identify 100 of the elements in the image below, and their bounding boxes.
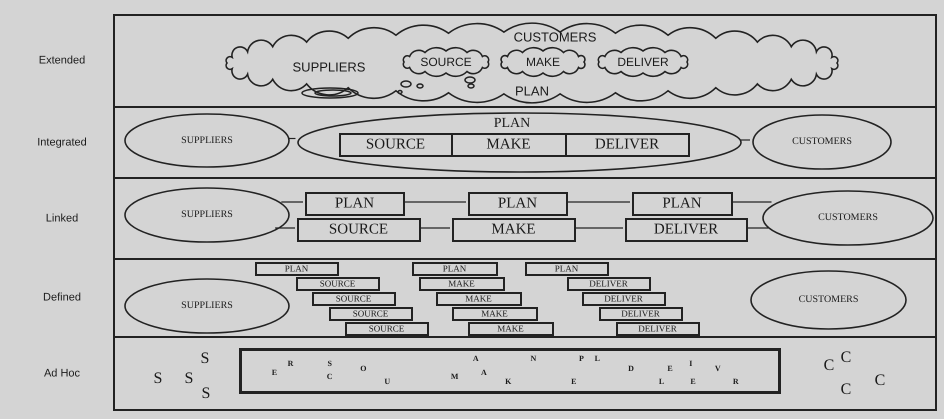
node-label: PLAN <box>515 84 549 98</box>
scattered-letter: S <box>154 371 162 387</box>
scattered-letter: C <box>840 350 852 366</box>
node-label: PLAN <box>498 196 538 211</box>
scattered-letter: A <box>472 355 479 363</box>
process-box <box>616 322 700 336</box>
node-label: MAKE <box>486 137 531 152</box>
scattered-letter: E <box>667 365 673 373</box>
scattered-letters-box <box>239 348 781 394</box>
process-box <box>525 262 609 276</box>
process-box <box>565 133 690 157</box>
process-box <box>452 307 538 321</box>
scattered-letter: S <box>327 360 332 368</box>
process-box <box>296 277 380 291</box>
scattered-letter: E <box>571 378 577 386</box>
process-box <box>412 262 498 276</box>
scattered-letter: N <box>530 355 536 363</box>
scattered-letter: S <box>184 371 194 387</box>
scattered-letter: K <box>505 378 512 386</box>
scattered-letter: C <box>874 373 886 389</box>
scattered-letter: S <box>202 386 210 402</box>
scattered-letter: C <box>840 382 852 398</box>
customer-ellipse <box>750 270 907 330</box>
scattered-letter: E <box>690 378 696 386</box>
node-label: PLAN <box>442 264 466 273</box>
process-box <box>452 218 576 242</box>
process-box <box>599 307 683 321</box>
process-box <box>255 262 339 276</box>
scattered-letter: R <box>288 360 294 368</box>
connector-line <box>574 227 623 229</box>
connector-line <box>288 138 296 140</box>
node-label: SOURCE <box>368 324 404 333</box>
node-label: SOURCE <box>320 279 356 288</box>
node-label: SOURCE <box>336 294 372 303</box>
node-label: DELIVER <box>589 279 628 288</box>
node-label: PLAN <box>494 117 530 131</box>
supplier-ellipse <box>124 113 290 168</box>
process-box <box>297 218 421 242</box>
scattered-letter: R <box>732 378 739 386</box>
process-box <box>567 277 651 291</box>
supplier-ellipse <box>124 278 290 334</box>
process-box <box>339 133 453 157</box>
scattered-letter: A <box>481 369 487 377</box>
level-label: Integrated <box>36 137 88 148</box>
connector-line <box>281 201 303 203</box>
node-label: SOURCE <box>352 309 388 318</box>
node-label: SOURCE <box>420 56 472 68</box>
node-label: SUPPLIERS <box>292 60 366 74</box>
connector-line <box>740 139 750 141</box>
node-label: DELIVER <box>604 294 643 303</box>
process-box <box>305 192 405 216</box>
scattered-letter: I <box>689 360 692 368</box>
connector-line <box>731 201 772 203</box>
scattered-letter: U <box>384 378 390 386</box>
scattered-letter: D <box>628 365 634 373</box>
connector-line <box>275 227 295 229</box>
node-label: SUPPLIERS <box>181 210 233 220</box>
process-box <box>329 307 413 321</box>
node-label: SUPPLIERS <box>181 301 233 311</box>
process-ellipse <box>297 112 742 173</box>
node-label: PLAN <box>662 196 702 211</box>
scattered-letter: C <box>824 358 834 374</box>
connector-line <box>419 227 450 229</box>
node-label: PLAN <box>554 264 578 273</box>
node-label: MAKE <box>491 222 536 237</box>
process-box <box>419 277 505 291</box>
scattered-letter: C <box>326 373 333 381</box>
process-box <box>625 218 748 242</box>
scattered-letter: L <box>658 378 664 386</box>
node-label: CUSTOMERS <box>514 30 596 44</box>
node-label: DELIVER <box>654 222 718 237</box>
node-label: SOURCE <box>366 137 426 152</box>
node-label: CUSTOMERS <box>798 295 858 305</box>
process-box <box>312 292 396 306</box>
process-box <box>582 292 666 306</box>
supplier-ellipse <box>124 187 290 243</box>
level-label: Defined <box>42 292 82 304</box>
node-label: MAKE <box>481 309 508 318</box>
node-label: CUSTOMERS <box>818 213 878 223</box>
scattered-letter: E <box>272 369 278 377</box>
node-label: DELIVER <box>638 324 677 333</box>
node-label: SOURCE <box>328 222 388 237</box>
connector-line <box>746 227 768 229</box>
level-label: Ad Hoc <box>42 368 82 379</box>
connector-line <box>566 201 630 203</box>
node-label: MAKE <box>465 294 492 303</box>
scattered-letter: L <box>594 355 600 363</box>
node-label: SUPPLIERS <box>181 136 233 146</box>
node-label: DELIVER <box>594 137 660 152</box>
process-box <box>451 133 567 157</box>
node-label: CUSTOMERS <box>792 137 852 147</box>
process-box <box>468 192 568 216</box>
customer-ellipse <box>752 114 892 170</box>
scattered-letter: O <box>360 365 367 373</box>
level-label: Linked <box>44 213 80 224</box>
node-label: PLAN <box>334 196 374 211</box>
customer-ellipse <box>762 190 934 246</box>
scattered-letter: M <box>450 373 458 381</box>
node-label: DELIVER <box>621 309 660 318</box>
node-label: PLAN <box>284 264 308 273</box>
